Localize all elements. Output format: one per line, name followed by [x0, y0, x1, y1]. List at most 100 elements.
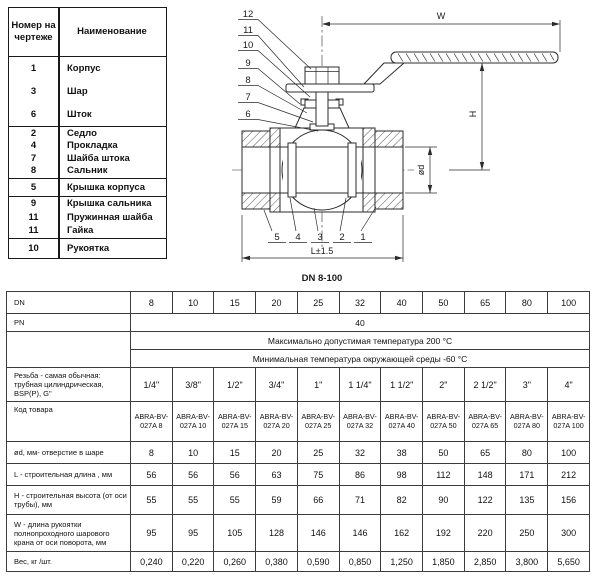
bore-lines — [242, 146, 403, 194]
spec-cell: 55 — [213, 485, 257, 515]
thread-hatch — [241, 192, 271, 210]
ball-and-seats — [242, 129, 403, 211]
spec-cell: 192 — [422, 514, 465, 552]
temp-min-value: Минимальная температура окружающей среды… — [130, 349, 590, 368]
stem-assembly — [294, 89, 350, 131]
spec-cell: 171 — [505, 463, 549, 486]
dim-l-label: L±1.5 — [311, 246, 333, 256]
spec-cell: 0,220 — [171, 551, 215, 572]
body-hatch — [269, 192, 281, 213]
parts-item-number: 11 — [28, 224, 39, 236]
spec-cell: 86 — [338, 463, 382, 486]
spec-cell: 10 — [171, 441, 215, 464]
seat-left — [287, 142, 297, 198]
stem — [315, 89, 329, 127]
dim-h-label: H — [468, 111, 478, 118]
spec-row-height: H - строительная высота (от оси трубы), … — [6, 485, 590, 515]
spec-cell: ABRA-BV-027A 10 — [171, 401, 215, 442]
spec-cell: 122 — [463, 485, 507, 515]
spec-cell: 1 1/4" — [338, 367, 382, 402]
spec-cell: 8 — [130, 291, 173, 314]
callout-label: 7 — [245, 92, 250, 103]
thread-hatch — [241, 130, 271, 148]
spec-cell: 162 — [380, 514, 424, 552]
parts-item-name: Седло — [67, 127, 97, 139]
spec-cell: 146 — [296, 514, 340, 552]
spec-row-thread: Резьба - самая обычная: трубная цилиндри… — [6, 367, 590, 402]
callout-label: 12 — [243, 9, 254, 20]
spec-row-label: Резьба - самая обычная: трубная цилиндри… — [6, 367, 131, 402]
spec-cell: 59 — [255, 485, 298, 515]
spec-cell: 56 — [171, 463, 215, 486]
spec-cell: ABRA-BV-027A 50 — [422, 401, 465, 442]
spec-cell: 55 — [171, 485, 215, 515]
spec-cell: 65 — [463, 441, 507, 464]
spec-cell: 220 — [463, 514, 507, 552]
body-hatch — [269, 127, 281, 148]
parts-item-number: 6 — [30, 108, 37, 120]
parts-item-number: 8 — [30, 165, 37, 177]
spec-cell: 38 — [380, 441, 424, 464]
spec-row-label: PN — [6, 313, 131, 332]
spec-cell: 20 — [255, 441, 298, 464]
spec-cell: 100 — [547, 441, 590, 464]
grip-texture — [397, 53, 555, 62]
spec-row-label: Вес, кг /шт. — [6, 551, 131, 572]
parts-item-number: 9 — [30, 198, 37, 210]
spec-cell: 0,850 — [338, 551, 382, 572]
temp-max-value: Максимально допустимая температура 200 °… — [130, 331, 590, 350]
spec-cell: 55 — [130, 485, 173, 515]
spec-row-handle-length: W - длина рукоятки полнопроходного шаров… — [6, 514, 590, 552]
spec-cell: 0,590 — [296, 551, 340, 572]
spec-cell: 75 — [296, 463, 340, 486]
spec-cell: ABRA-BV-027A 15 — [213, 401, 257, 442]
callout-label: 5 — [274, 232, 279, 243]
dim-w: W — [322, 11, 561, 52]
spec-cell: 95 — [130, 514, 173, 552]
spec-row-temp-max: Максимально допустимая температура 200 °… — [6, 331, 590, 368]
spec-cell: ABRA-BV-027A 20 — [255, 401, 298, 442]
handle-grip — [390, 51, 559, 64]
callout-label: 6 — [245, 109, 250, 120]
spec-cell: 1/4" — [130, 367, 173, 402]
parts-item-number: 1 — [30, 62, 37, 74]
spec-cell: 156 — [547, 485, 590, 515]
handle-bend — [362, 62, 406, 85]
thread-hatch — [374, 130, 404, 148]
spec-cell: 1" — [296, 367, 340, 402]
spec-cell: 32 — [338, 441, 382, 464]
spec-cell: 2,850 — [463, 551, 507, 572]
parts-col-name-header: Наименование — [77, 25, 147, 37]
spec-cell: 4" — [547, 367, 590, 402]
spec-cell: 98 — [380, 463, 424, 486]
spec-cell: 300 — [547, 514, 590, 552]
spec-cell: 25 — [296, 291, 340, 314]
spec-cell: 212 — [547, 463, 590, 486]
spec-cell: ABRA-BV-027A 32 — [338, 401, 382, 442]
spec-cell: 250 — [505, 514, 549, 552]
spec-row-label: ød, мм- отверстие в шаре — [6, 441, 131, 464]
spec-cell: ABRA-BV-027A 80 — [505, 401, 549, 442]
parts-item-name: Прокладка — [67, 140, 118, 152]
spec-row-label-empty — [6, 331, 131, 368]
spec-cell: 0,260 — [213, 551, 257, 572]
spec-cell: 5,650 — [547, 551, 590, 572]
spec-cell: 50 — [422, 291, 465, 314]
stem-nut — [304, 66, 340, 85]
callout-label: 9 — [245, 58, 250, 69]
spec-row-label: W - длина рукоятки полнопроходного шаров… — [6, 514, 131, 552]
handle — [285, 51, 559, 93]
spec-cell: ABRA-BV-027A 8 — [130, 401, 173, 442]
spec-cell: ABRA-BV-027A 100 — [547, 401, 590, 442]
